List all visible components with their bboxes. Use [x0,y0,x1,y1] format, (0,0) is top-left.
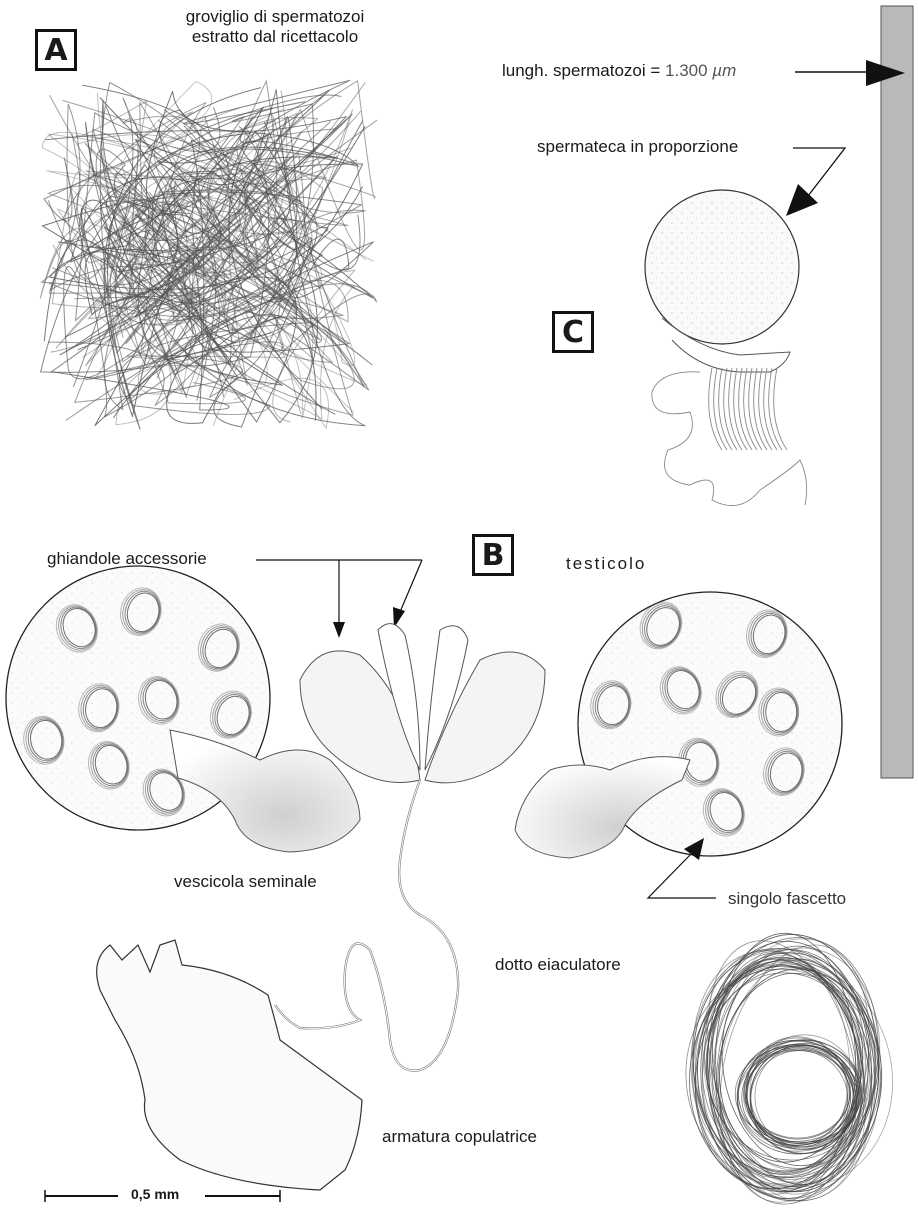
tangle-caption-line1: groviglio di spermatozoi [150,7,400,27]
copulatory-armature [97,940,362,1190]
copulatory-armature-label: armatura copulatrice [382,1127,537,1147]
sperm-length-value: 1.300 [665,61,708,80]
tangle-caption: groviglio di spermatozoi estratto dal ri… [150,7,400,46]
accessory-glands [300,624,545,783]
sperm-tangle-drawing [40,80,377,429]
sperm-length-unit: µm [712,61,736,80]
sperm-length-label: lungh. spermatozoi = 1.300 µm [502,61,736,81]
seminal-vesicle-label: vescicola seminale [174,872,317,892]
spermatheca-drawing [645,190,807,506]
single-bundle-enlarged [667,921,916,1214]
single-bundle-pointer [648,855,716,898]
spermatheca-label: spermateca in proporzione [537,137,738,157]
sperm-length-prefix: lungh. spermatozoi = [502,61,665,80]
accessory-glands-label: ghiandole accessorie [47,549,207,569]
panel-letter-c: C [552,311,594,353]
panel-letter-a: A [35,29,77,71]
testis-label: testicolo [566,554,646,574]
ejaculatory-duct-label: dotto eiaculatore [495,955,621,975]
sperm-length-bar [881,6,913,778]
tangle-caption-line2: estratto dal ricettacolo [150,27,400,47]
single-bundle-label: singolo fascetto [728,889,846,909]
scale-bar-label: 0,5 mm [131,1186,179,1202]
panel-letter-b: B [472,534,514,576]
gland-arrowhead-1 [333,622,345,638]
gland-arrow-2 [400,560,422,612]
